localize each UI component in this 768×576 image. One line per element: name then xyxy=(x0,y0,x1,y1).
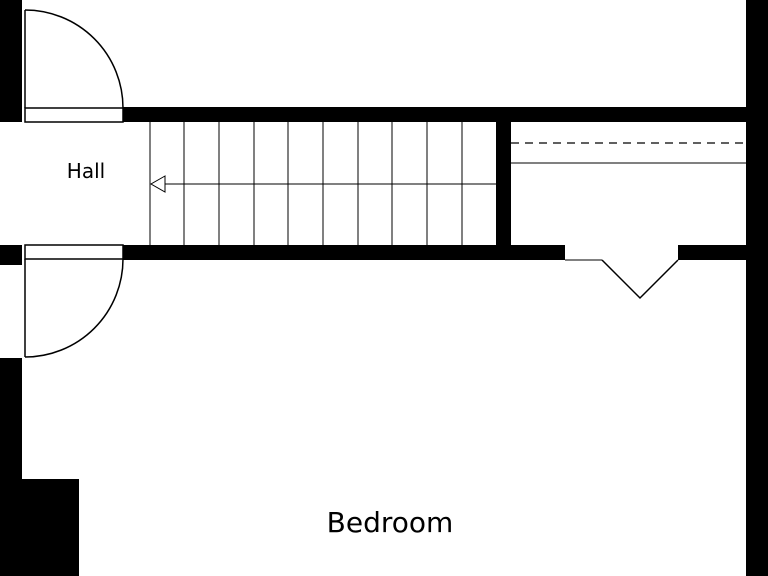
hall-upper-wall xyxy=(123,107,746,122)
stair-end-wall xyxy=(496,122,511,245)
stairs-direction-arrow-icon xyxy=(149,175,166,193)
door-bottom xyxy=(24,244,124,358)
closet xyxy=(511,142,746,300)
bedroom-corner-block xyxy=(22,479,79,576)
room-label-bedroom: Bedroom xyxy=(327,506,454,539)
right-wall xyxy=(746,0,768,576)
door-top xyxy=(24,9,124,123)
left-wall-bottom xyxy=(0,358,22,576)
door-top-frame xyxy=(24,107,124,123)
door-bottom-frame xyxy=(24,244,124,260)
hall-lower-wall-left xyxy=(123,245,565,260)
left-wall-top xyxy=(0,0,22,122)
left-wall-mid xyxy=(0,245,22,265)
room-label-hall: Hall xyxy=(67,159,105,183)
closet-doors-icon xyxy=(601,259,679,300)
door-bottom-swing-icon xyxy=(24,258,124,358)
stairs xyxy=(149,122,496,245)
hall-lower-wall-right xyxy=(678,245,746,260)
door-top-swing-icon xyxy=(24,9,124,109)
